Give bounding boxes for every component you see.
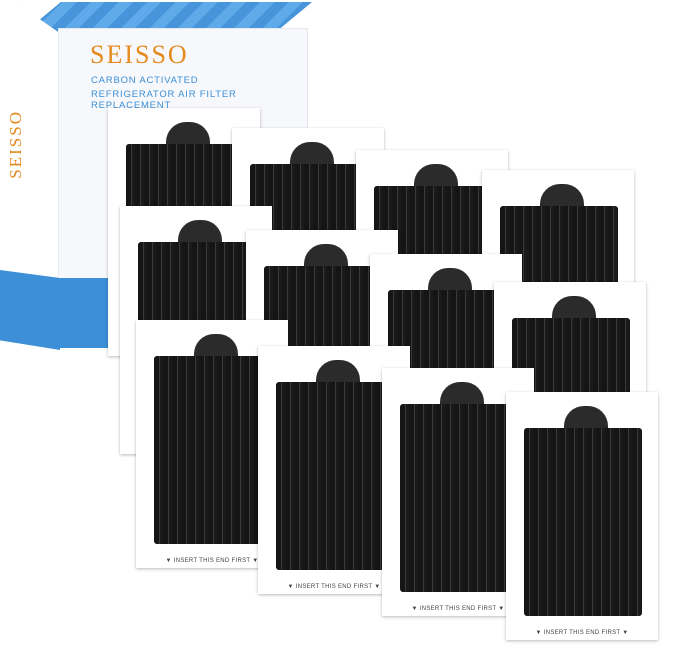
- box-subtitle-line2: REFRIGERATOR AIR FILTER REPLACEMENT: [91, 89, 237, 111]
- box-side-brand: SEISSO: [6, 110, 25, 179]
- brand-name: SEISSO: [90, 40, 189, 69]
- filter-mesh: [524, 428, 642, 616]
- filter-mesh: [154, 356, 272, 544]
- filter-mesh: [276, 382, 394, 570]
- box-side-band: [0, 270, 60, 350]
- insert-label: ▼ INSERT THIS END FIRST ▼: [165, 558, 259, 564]
- insert-label: ▼ INSERT THIS END FIRST ▼: [535, 630, 629, 636]
- insert-label: ▼ INSERT THIS END FIRST ▼: [411, 606, 505, 612]
- filter-card: ▼ INSERT THIS END FIRST ▼: [506, 392, 658, 640]
- box-subtitle-line1: CARBON ACTIVATED: [91, 75, 199, 86]
- filter-mesh: [400, 404, 518, 592]
- insert-label: ▼ INSERT THIS END FIRST ▼: [287, 584, 381, 590]
